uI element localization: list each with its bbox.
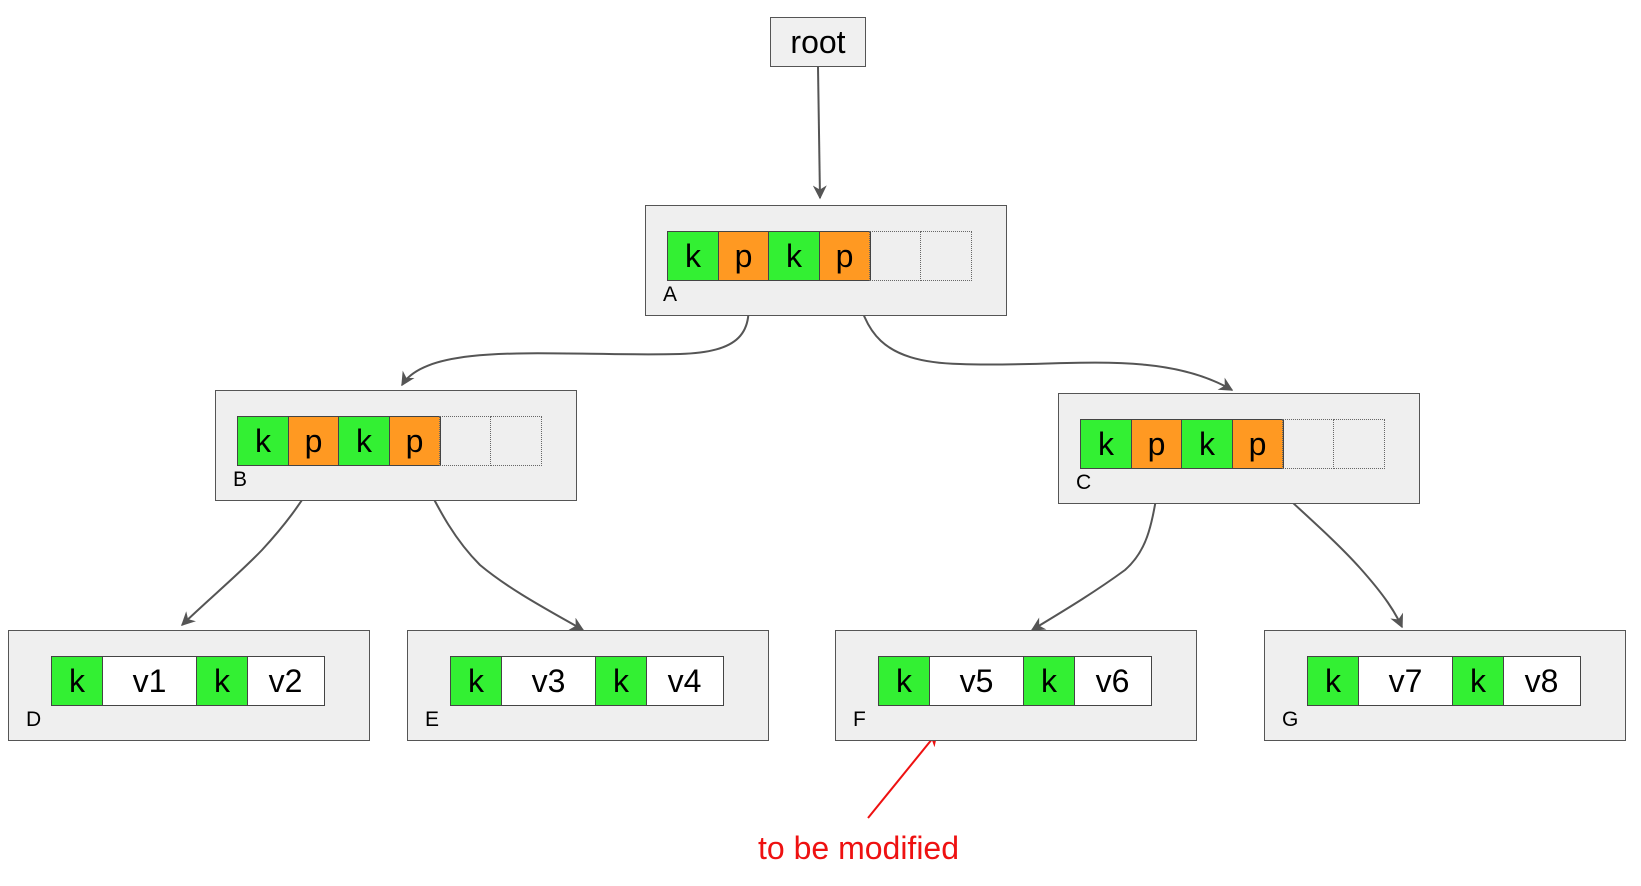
- root-label: root: [790, 23, 846, 60]
- node-b: k p k p B: [215, 390, 577, 501]
- pointer-slot: p: [1130, 419, 1183, 469]
- pointer-slot: p: [287, 416, 340, 466]
- pointer-slot: p: [717, 231, 770, 281]
- key-slot: k: [450, 656, 502, 706]
- node-label: A: [663, 283, 678, 306]
- value-slot: v1: [101, 656, 198, 706]
- node-g: k v7 k v8 G: [1264, 630, 1626, 741]
- pointer-slot: p: [388, 416, 441, 466]
- empty-slot: [1282, 419, 1334, 469]
- empty-slot: [439, 416, 491, 466]
- node-d: k v1 k v2 D: [8, 630, 370, 741]
- node-e: k v3 k v4 E: [407, 630, 769, 741]
- node-d-slots: k v1 k v2: [51, 656, 325, 706]
- key-slot: k: [237, 416, 289, 466]
- annotation-arrow: [867, 731, 938, 819]
- key-slot: k: [196, 656, 248, 706]
- key-slot: k: [51, 656, 103, 706]
- key-slot: k: [595, 656, 647, 706]
- key-slot: k: [1080, 419, 1132, 469]
- key-slot: k: [1307, 656, 1359, 706]
- node-f: k v5 k v6 F: [835, 630, 1197, 741]
- value-slot: v8: [1502, 656, 1581, 706]
- key-slot: k: [878, 656, 930, 706]
- node-b-slots: k p k p: [237, 416, 542, 466]
- empty-slot: [919, 231, 972, 281]
- pointer-slot: p: [1231, 419, 1284, 469]
- root-box: root: [770, 17, 866, 67]
- key-slot: k: [338, 416, 390, 466]
- node-label: B: [233, 468, 248, 491]
- node-f-slots: k v5 k v6: [878, 656, 1152, 706]
- node-c: k p k p C: [1058, 393, 1420, 504]
- key-slot: k: [667, 231, 719, 281]
- annotation-text: to be modified: [758, 830, 960, 866]
- node-a: k p k p A: [645, 205, 1007, 316]
- key-slot: k: [768, 231, 820, 281]
- value-slot: v3: [500, 656, 597, 706]
- node-c-slots: k p k p: [1080, 419, 1385, 469]
- empty-slot: [869, 231, 921, 281]
- value-slot: v7: [1357, 656, 1454, 706]
- node-e-slots: k v3 k v4: [450, 656, 724, 706]
- node-label: C: [1076, 471, 1092, 494]
- value-slot: v2: [246, 656, 325, 706]
- empty-slot: [1332, 419, 1385, 469]
- edge-root-a: [812, 66, 827, 200]
- key-slot: k: [1023, 656, 1075, 706]
- node-a-slots: k p k p: [667, 231, 972, 281]
- value-slot: v5: [928, 656, 1025, 706]
- value-slot: v6: [1073, 656, 1152, 706]
- key-slot: k: [1181, 419, 1233, 469]
- node-label: E: [425, 708, 440, 731]
- value-slot: v4: [645, 656, 724, 706]
- node-g-slots: k v7 k v8: [1307, 656, 1581, 706]
- node-label: G: [1282, 708, 1299, 731]
- node-label: F: [853, 708, 866, 731]
- pointer-slot: p: [818, 231, 871, 281]
- key-slot: k: [1452, 656, 1504, 706]
- node-label: D: [26, 708, 42, 731]
- empty-slot: [489, 416, 542, 466]
